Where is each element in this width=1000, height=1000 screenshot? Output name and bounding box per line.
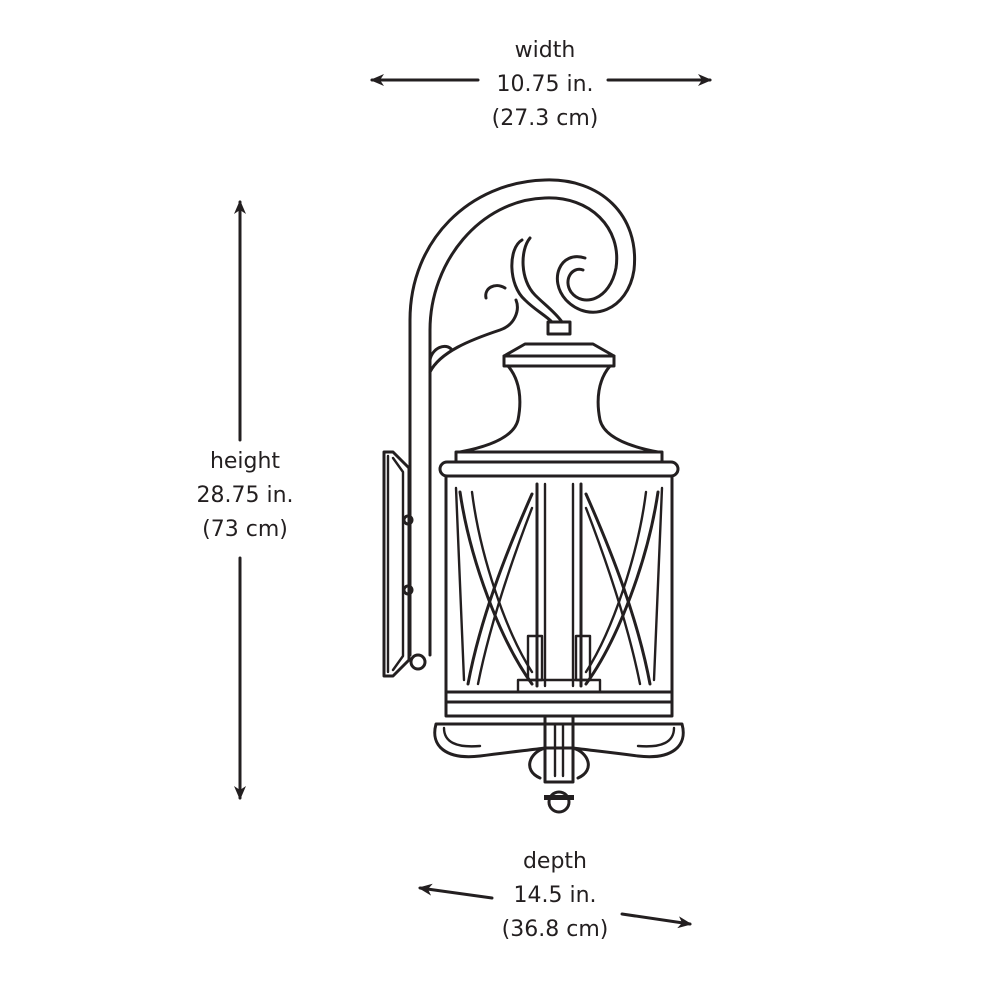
- scroll-arm: [408, 178, 637, 671]
- depth-dimension-label: depth 14.5 in. (36.8 cm): [455, 845, 655, 947]
- lantern-illustration: [382, 178, 685, 814]
- lantern-top-cap: [438, 320, 680, 478]
- depth-imperial-value: 14.5 in.: [513, 883, 597, 908]
- width-imperial-value: 10.75 in.: [496, 72, 594, 97]
- depth-metric-value: (36.8 cm): [501, 917, 609, 942]
- height-label-text: height: [209, 449, 281, 474]
- depth-arrow-left: [418, 883, 494, 900]
- depth-label-text: depth: [522, 849, 588, 874]
- width-metric-value: (27.3 cm): [491, 106, 599, 131]
- lantern-bottom: [433, 690, 685, 814]
- height-dimension-label: height 28.75 in. (73 cm): [145, 445, 345, 547]
- height-imperial-value: 28.75 in.: [196, 483, 294, 508]
- lantern-cage: [444, 474, 674, 694]
- height-metric-value: (73 cm): [202, 517, 288, 542]
- width-label-text: width: [514, 38, 576, 63]
- depth-arrows: [418, 883, 692, 929]
- depth-arrow-right: [620, 912, 692, 929]
- wall-backplate: [382, 450, 414, 678]
- width-dimension-label: width 10.75 in. (27.3 cm): [445, 34, 645, 136]
